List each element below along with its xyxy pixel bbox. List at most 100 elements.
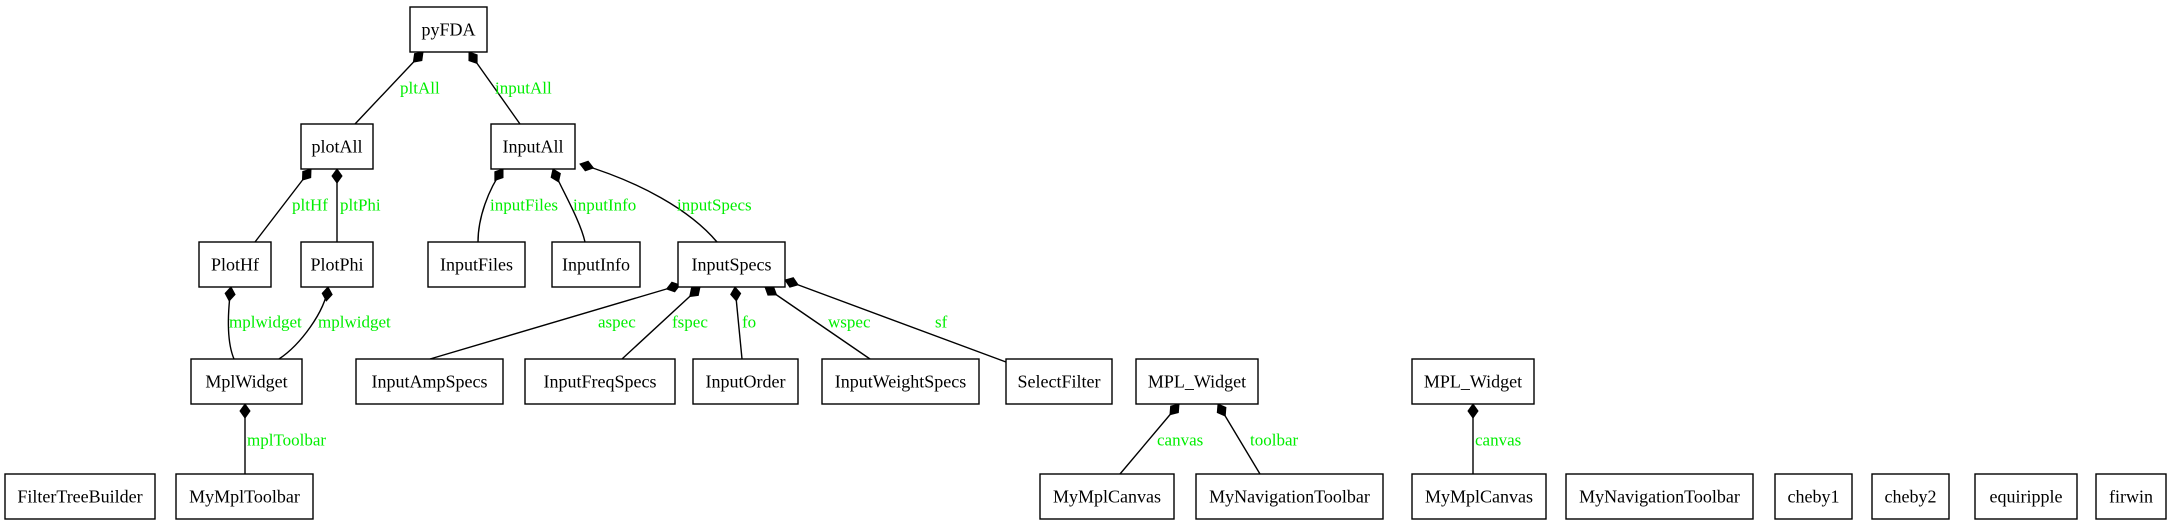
class-box <box>2095 473 2167 520</box>
edge-label-sf: sf <box>935 313 948 332</box>
class-name: plotAll <box>311 137 362 157</box>
class-node-mymplcanvas-1[interactable]: MyMplCanvas <box>1039 473 1175 520</box>
edge-label-pltAll: pltAll <box>400 79 440 98</box>
edge-label-inputAll: inputAll <box>495 79 552 98</box>
class-box <box>1411 473 1547 520</box>
class-box <box>551 241 641 288</box>
composition-diamond <box>239 403 251 419</box>
edge-line <box>429 284 681 360</box>
class-name: SelectFilter <box>1018 372 1101 392</box>
class-box <box>1039 473 1175 520</box>
composition-diamond <box>730 286 742 302</box>
edge-inputSpecs: inputSpecs <box>579 160 752 243</box>
class-box <box>1565 473 1754 520</box>
class-box <box>190 358 303 405</box>
class-node-inputall[interactable]: InputAll <box>490 123 576 170</box>
class-node-pyfda[interactable]: pyFDA <box>409 6 488 53</box>
edge-fo: fo <box>730 286 756 360</box>
class-name: FilterTreeBuilder <box>17 487 142 507</box>
class-node-mpl-widget-1[interactable]: MPL_Widget <box>1135 358 1259 405</box>
class-node-firwin[interactable]: firwin <box>2095 473 2167 520</box>
class-name: cheby2 <box>1885 487 1937 507</box>
class-box <box>4 473 156 520</box>
class-name: InputFreqSpecs <box>544 372 657 392</box>
class-box <box>355 358 504 405</box>
class-node-inputspecs[interactable]: InputSpecs <box>677 241 786 288</box>
edge-label-inputInfo: inputInfo <box>573 196 636 215</box>
edge-label-toolbar_1: toolbar <box>1250 431 1298 450</box>
composition-diamond <box>1467 403 1479 419</box>
composition-diamond <box>331 168 343 184</box>
class-node-inputweightspecs[interactable]: InputWeightSpecs <box>821 358 980 405</box>
class-node-mymplcanvas-2[interactable]: MyMplCanvas <box>1411 473 1547 520</box>
composition-diamond <box>321 286 333 302</box>
class-node-inputfiles[interactable]: InputFiles <box>427 241 526 288</box>
edge-canvas_1: canvas <box>1119 403 1203 475</box>
class-node-inputampspecs[interactable]: InputAmpSpecs <box>355 358 504 405</box>
class-node-inputorder[interactable]: InputOrder <box>692 358 799 405</box>
edge-inputAll: inputAll <box>468 51 552 125</box>
edge-pltAll: pltAll <box>354 51 440 125</box>
edge-label-inputSpecs: inputSpecs <box>677 196 752 215</box>
class-node-mynavigationtoolbar-1[interactable]: MyNavigationToolbar <box>1195 473 1384 520</box>
class-node-mpl-widget-2[interactable]: MPL_Widget <box>1411 358 1535 405</box>
edge-inputFiles: inputFiles <box>477 168 558 243</box>
edge-sf: sf <box>784 277 1007 363</box>
class-box <box>1135 358 1259 405</box>
class-node-selectfilter[interactable]: SelectFilter <box>1005 358 1113 405</box>
class-node-cheby1[interactable]: cheby1 <box>1774 473 1853 520</box>
class-node-cheby2[interactable]: cheby2 <box>1871 473 1950 520</box>
class-box <box>300 123 374 170</box>
class-name: pyFDA <box>421 20 475 40</box>
edge-line <box>254 168 312 243</box>
class-name: MplWidget <box>205 372 287 392</box>
class-box <box>692 358 799 405</box>
edge-label-aspec: aspec <box>598 313 636 332</box>
composition-diamond <box>784 277 799 288</box>
edge-mplwidget_hf: mplwidget <box>224 286 302 360</box>
edge-mplwidget_phi: mplwidget <box>278 286 391 360</box>
edge-label-pltHf: pltHf <box>292 196 328 215</box>
class-node-plotphi[interactable]: PlotPhi <box>300 241 374 288</box>
class-node-equiripple[interactable]: equiripple <box>1974 473 2078 520</box>
composition-diamond <box>764 286 778 296</box>
class-node-mynavigationtoolbar-2[interactable]: MyNavigationToolbar <box>1565 473 1754 520</box>
class-node-inputinfo[interactable]: InputInfo <box>551 241 641 288</box>
composition-diamond <box>1216 403 1227 417</box>
class-node-mympltoolbar[interactable]: MyMplToolbar <box>175 473 314 520</box>
class-node-plotall[interactable]: plotAll <box>300 123 374 170</box>
class-box <box>409 6 488 53</box>
class-name: MyNavigationToolbar <box>1579 487 1740 507</box>
class-node-mplwidget[interactable]: MplWidget <box>190 358 303 405</box>
composition-diamond <box>301 168 312 181</box>
class-name: MPL_Widget <box>1424 372 1522 392</box>
class-name: InputSpecs <box>692 255 772 275</box>
edge-label-fspec: fspec <box>672 313 708 332</box>
class-box <box>1974 473 2078 520</box>
edge-fspec: fspec <box>621 286 708 360</box>
class-node-inputfreqspecs[interactable]: InputFreqSpecs <box>524 358 676 405</box>
class-box <box>1195 473 1384 520</box>
edge-line <box>579 163 718 243</box>
class-box <box>175 473 314 520</box>
class-name: cheby1 <box>1788 487 1840 507</box>
class-name: PlotPhi <box>310 255 363 275</box>
class-name: MyNavigationToolbar <box>1209 487 1370 507</box>
class-node-plothf[interactable]: PlotHf <box>198 241 272 288</box>
class-name: MyMplCanvas <box>1425 487 1533 507</box>
class-box <box>1774 473 1853 520</box>
edge-line <box>354 51 424 125</box>
composition-diamond <box>494 168 504 182</box>
edge-pltHf: pltHf <box>254 168 328 243</box>
composition-diamond <box>412 51 424 63</box>
class-box <box>490 123 576 170</box>
edge-line <box>621 286 701 360</box>
edge-canvas_2: canvas <box>1467 403 1521 474</box>
class-node-filtertreebuilder[interactable]: FilterTreeBuilder <box>4 473 156 520</box>
class-name: MyMplToolbar <box>189 487 300 507</box>
edge-line <box>784 279 1007 363</box>
edge-inputInfo: inputInfo <box>550 168 636 243</box>
edge-label-mplwidget_phi: mplwidget <box>318 313 391 332</box>
